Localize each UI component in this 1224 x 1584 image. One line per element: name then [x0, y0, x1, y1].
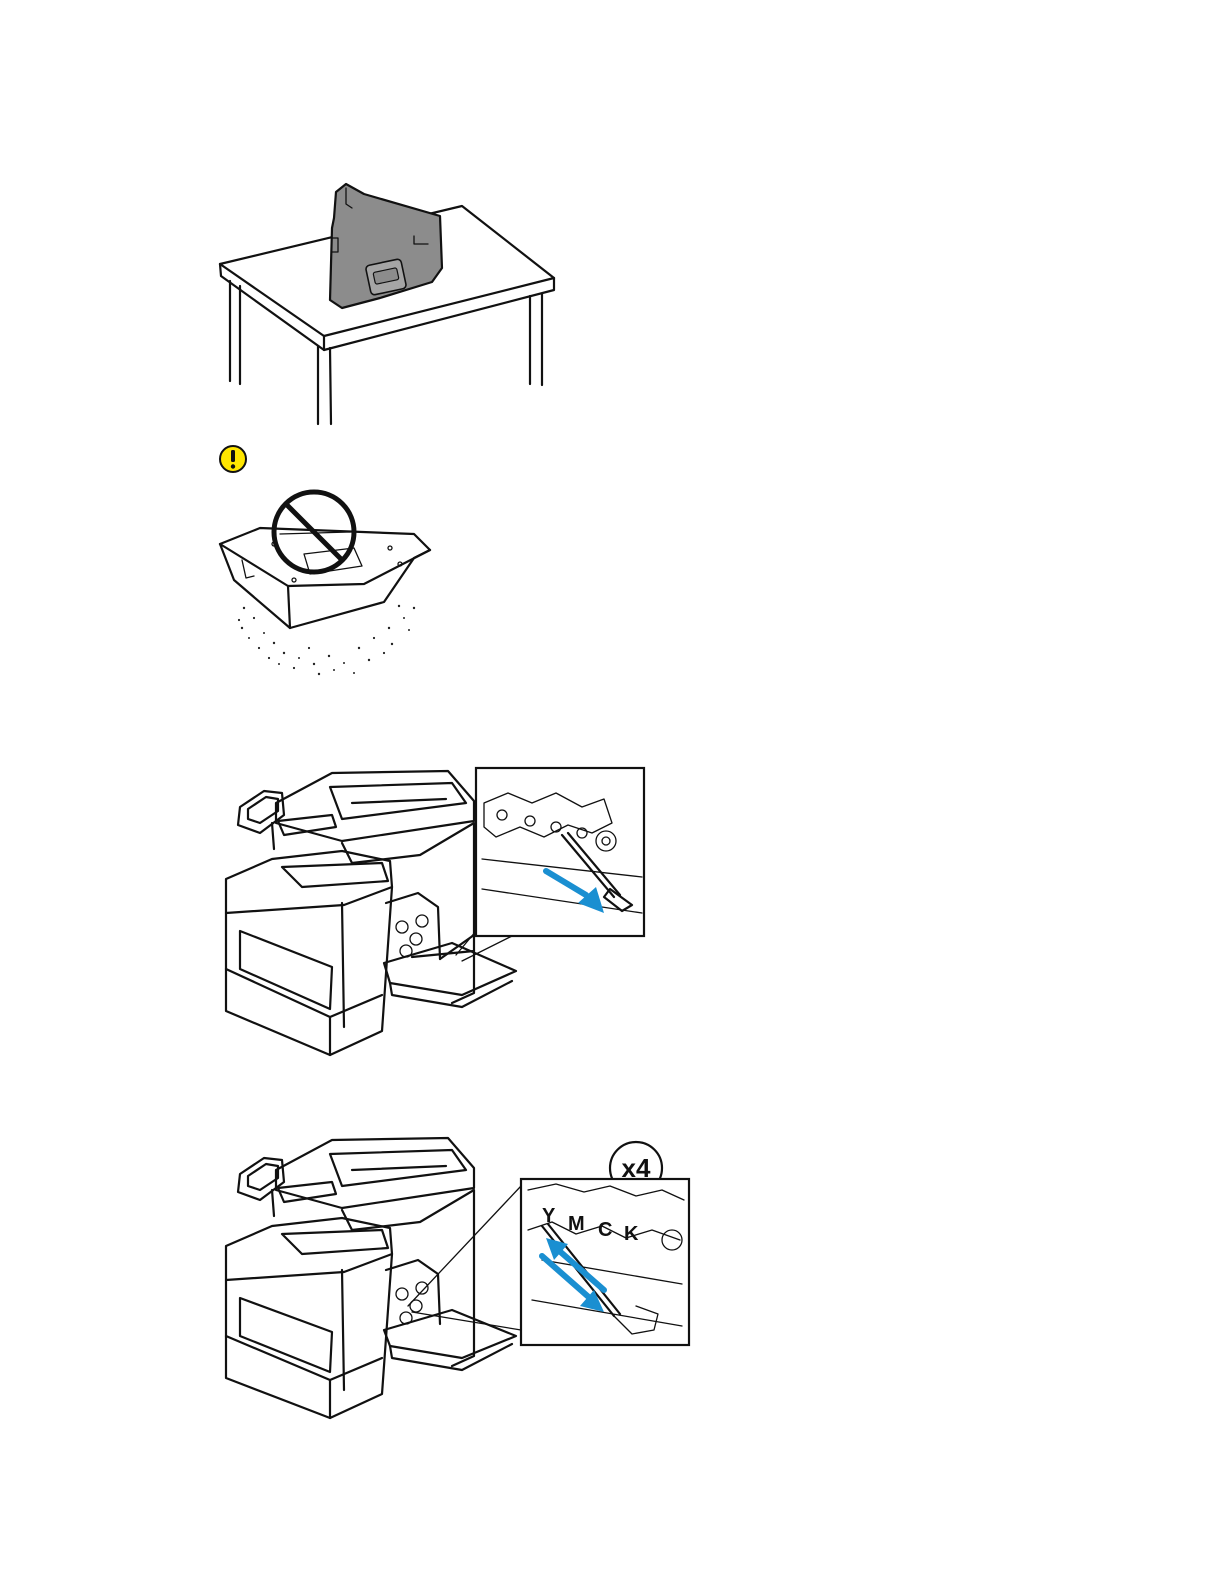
led-label-m: M: [568, 1213, 585, 1235]
led-label-y: Y: [542, 1205, 556, 1227]
waste-cartridge-on-table-illustration: [214, 178, 564, 428]
no-tilt-waste-cartridge-illustration: [214, 488, 439, 678]
printer-cleaning-led-windows-illustration: x4 Y M C K: [212, 1130, 694, 1422]
led-label-c: C: [598, 1219, 612, 1241]
caution-icon: [218, 444, 248, 474]
printer-cleaning-rod-removal-illustration: [212, 763, 652, 1061]
led-label-k: K: [624, 1223, 639, 1245]
spilled-toner-dots: [238, 605, 415, 675]
